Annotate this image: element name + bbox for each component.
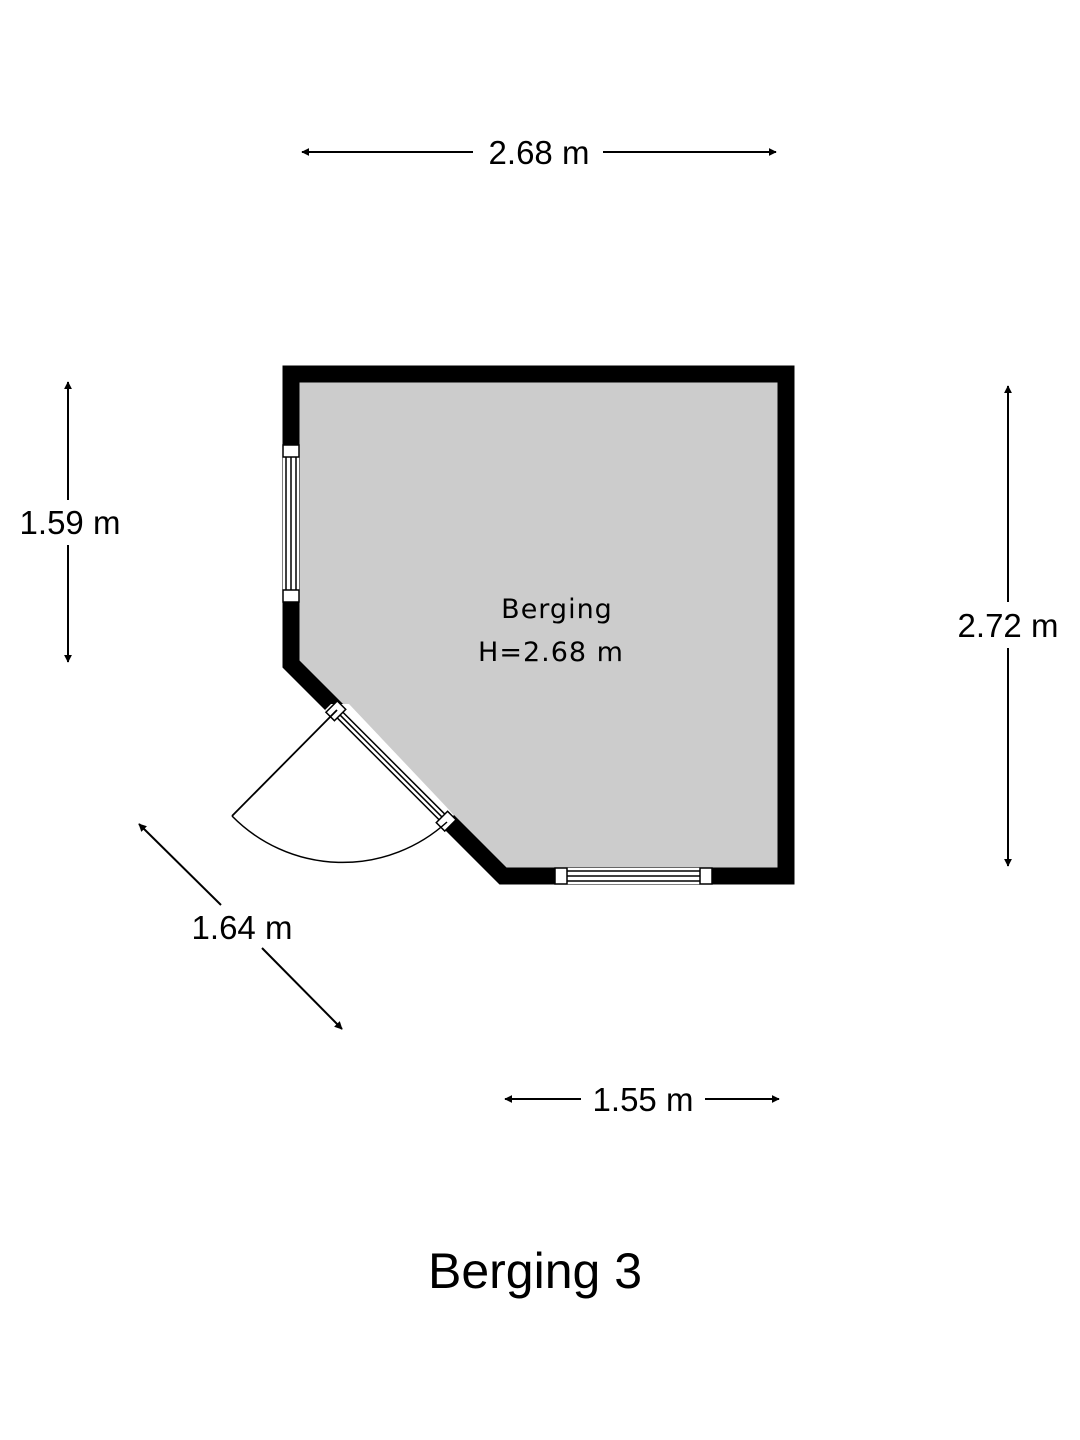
dimension-top: 2.68 m [301,134,777,171]
dimension-diagonal-label: 1.64 m [192,909,293,946]
dimension-left-label: 1.59 m [20,504,121,541]
plan-title: Berging 3 [428,1243,642,1299]
door-swing-arc [231,815,448,864]
bottom-window [554,867,713,885]
dimension-left: 1.59 m [20,381,121,663]
door [231,699,458,864]
room-berging [231,365,795,885]
dimension-bottom: 1.55 m [504,1081,780,1118]
dimension-top-label: 2.68 m [489,134,590,171]
dimension-diagonal-line-top [138,823,222,906]
dimension-bottom-label: 1.55 m [593,1081,694,1118]
door-leaf [231,709,338,817]
dimension-diagonal-line-bottom [261,947,343,1030]
left-window [282,444,300,603]
room-height: H=2.68 m [478,637,624,668]
dimension-right: 2.72 m [958,385,1059,867]
dimension-diagonal: 1.64 m [138,823,343,1030]
room-floor [282,365,795,885]
room-name: Berging [501,594,613,625]
dimension-right-label: 2.72 m [958,607,1059,644]
